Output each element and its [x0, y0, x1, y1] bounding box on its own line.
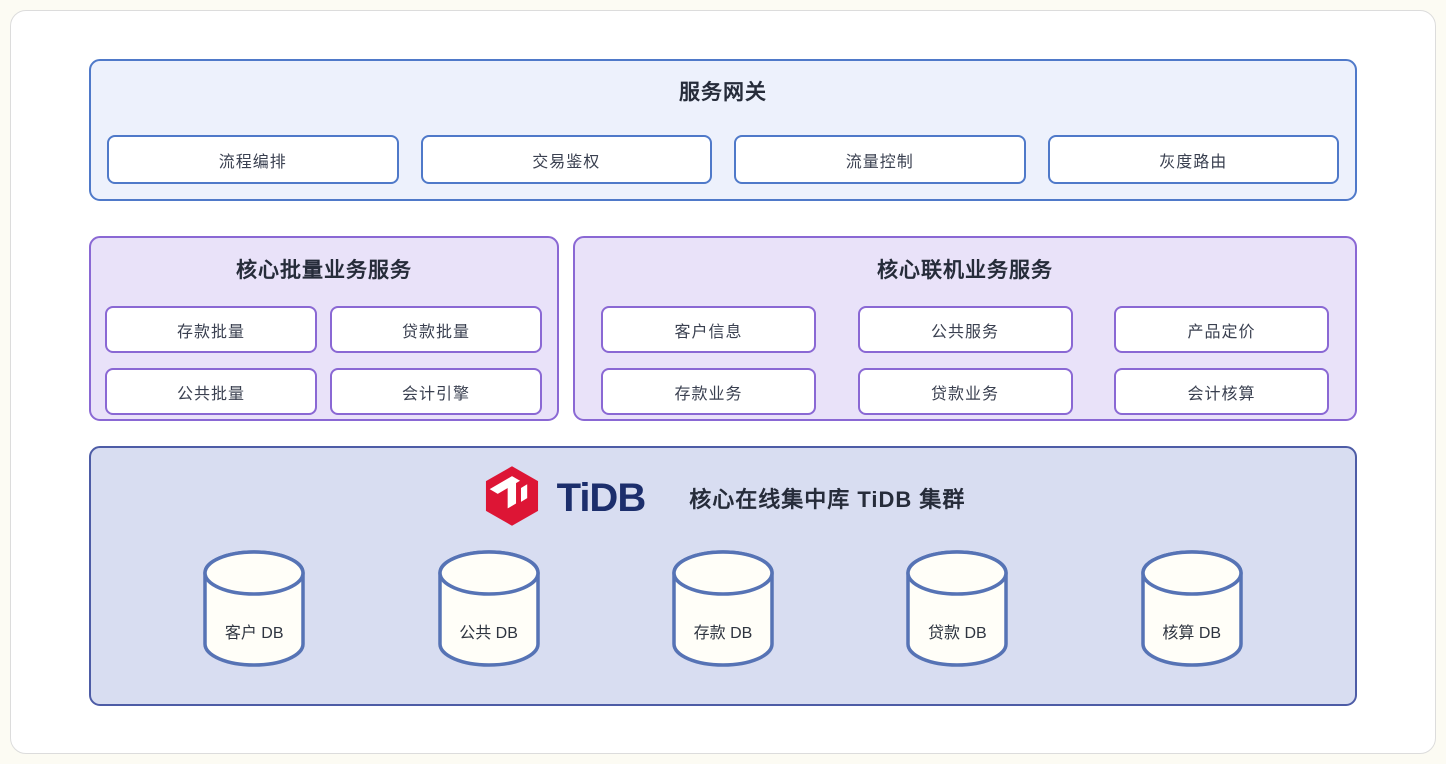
gateway-item-transaction-auth: 交易鉴权 — [420, 135, 712, 184]
tidb-cluster-panel: TiDB 核心在线集中库 TiDB 集群 客户 DB — [89, 446, 1357, 706]
gateway-boxes: 流程编排 交易鉴权 流量控制 灰度路由 — [107, 135, 1339, 184]
gateway-item-traffic-control: 流量控制 — [734, 135, 1026, 184]
batch-services-title: 核心批量业务服务 — [236, 259, 412, 282]
online-item-accounting-checking: 会计核算 — [1114, 368, 1329, 415]
batch-item-deposit-batch: 存款批量 — [105, 306, 317, 353]
services-row: 核心批量业务服务 存款批量 贷款批量 公共批量 会计引擎 核心联机业务服务 客户… — [89, 236, 1357, 421]
online-item-public-service: 公共服务 — [857, 306, 1073, 353]
database-customer: 客户 DB — [199, 546, 309, 671]
database-loan: 贷款 DB — [902, 546, 1012, 671]
database-label: 公共 DB — [459, 624, 518, 642]
database-cylinder-icon — [668, 550, 778, 675]
batch-services-panel: 核心批量业务服务 存款批量 贷款批量 公共批量 会计引擎 — [89, 236, 559, 421]
gateway-title: 服务网关 — [679, 81, 767, 104]
database-cylinder-icon — [1137, 550, 1247, 675]
database-cylinder-icon — [434, 550, 544, 675]
database-label: 客户 DB — [224, 624, 284, 642]
online-services-panel: 核心联机业务服务 客户信息 公共服务 产品定价 存款业务 贷款业务 会计核算 — [573, 236, 1357, 421]
online-item-loan-business: 贷款业务 — [857, 368, 1073, 415]
gateway-item-gray-routing: 灰度路由 — [1047, 135, 1339, 184]
online-item-customer-info: 客户信息 — [601, 306, 816, 353]
database-label: 贷款 DB — [928, 624, 987, 642]
batch-item-accounting-engine: 会计引擎 — [330, 368, 542, 415]
database-label: 核算 DB — [1162, 624, 1222, 642]
tidb-wordmark: TiDB — [556, 476, 647, 520]
gateway-panel: 服务网关 流程编排 交易鉴权 流量控制 灰度路由 — [89, 59, 1357, 201]
database-cylinder-icon — [199, 550, 309, 675]
gateway-item-process-orchestration: 流程编排 — [107, 135, 399, 184]
online-services-boxes: 客户信息 公共服务 产品定价 存款业务 贷款业务 会计核算 — [601, 306, 1329, 415]
batch-services-boxes: 存款批量 贷款批量 公共批量 会计引擎 — [105, 306, 543, 415]
database-label: 存款 DB — [693, 624, 753, 642]
database-cylinder-icon — [902, 550, 1012, 675]
tidb-header: TiDB 核心在线集中库 TiDB 集群 — [91, 465, 1355, 532]
architecture-diagram-card: 服务网关 流程编排 交易鉴权 流量控制 灰度路由 核心批量业务服务 存款批量 贷… — [10, 10, 1436, 754]
tidb-cube-icon — [481, 465, 543, 532]
online-item-product-pricing: 产品定价 — [1114, 306, 1329, 353]
database-checking: 核算 DB — [1137, 546, 1247, 671]
batch-item-loan-batch: 贷款批量 — [330, 306, 542, 353]
database-deposit: 存款 DB — [668, 546, 778, 671]
database-row: 客户 DB 公共 DB 存款 DB — [91, 546, 1355, 671]
online-services-title: 核心联机业务服务 — [877, 259, 1053, 282]
online-item-deposit-business: 存款业务 — [601, 368, 816, 415]
database-public: 公共 DB — [434, 546, 544, 671]
tidb-cluster-title: 核心在线集中库 TiDB 集群 — [689, 487, 966, 512]
batch-item-public-batch: 公共批量 — [105, 368, 317, 415]
